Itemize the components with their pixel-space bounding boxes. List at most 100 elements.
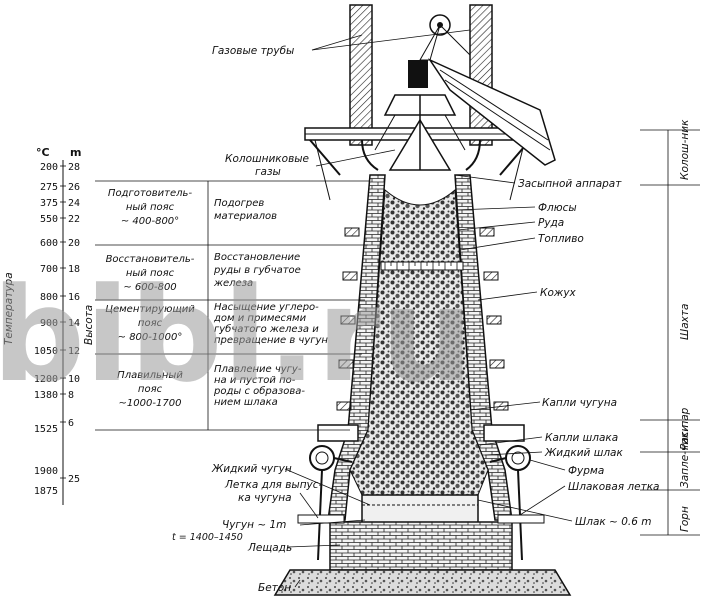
label-liquid-iron: Жидкий чугун xyxy=(211,463,292,475)
temp-tick: 1380 xyxy=(34,390,58,401)
zone-process-line: железа xyxy=(213,278,253,289)
charging-bell xyxy=(374,94,466,171)
zone-process-line: губчатого железа и xyxy=(214,323,319,335)
height-tick: 16 xyxy=(68,292,80,303)
height-axis-title: Высота xyxy=(83,305,95,345)
label-gas-pipes: Газовые трубы xyxy=(212,45,294,57)
zone-process-line: Восстановление xyxy=(214,252,300,263)
label-iron-drops: Капли чугуна xyxy=(542,397,617,409)
label-slag-drops: Капли шлака xyxy=(545,432,618,444)
height-tick: 12 xyxy=(68,346,80,357)
label-slag-notch: Шлаковая летка xyxy=(568,481,659,493)
height-tick: 10 xyxy=(68,374,80,385)
zone-name-line: ный пояс xyxy=(126,268,175,279)
height-tick: 28 xyxy=(68,162,80,173)
zone-name-line: ~1000-1700 xyxy=(119,398,182,409)
temp-header: °C xyxy=(36,146,50,159)
zone-process-line: на и пустой по- xyxy=(214,375,296,386)
temp-tick: 600 xyxy=(40,238,58,249)
label-tuyere: Фурма xyxy=(568,465,604,477)
temp-tick: 900 xyxy=(40,318,58,329)
zone-process-line: Подогрев xyxy=(214,198,264,209)
temp-tick: 1525 xyxy=(34,424,58,435)
label-concrete: Бетон xyxy=(258,582,291,594)
zone-process-line: материалов xyxy=(214,211,277,222)
section-shaft: Шахта xyxy=(679,304,691,340)
temp-tick: 550 xyxy=(40,214,58,225)
slag-notch-trough xyxy=(497,514,545,524)
zone-name-line: ный пояс xyxy=(126,202,175,213)
temp-tick: 200 xyxy=(40,162,58,173)
height-tick: 26 xyxy=(68,182,80,193)
label-charging-device: Засыпной аппарат xyxy=(518,178,622,190)
height-tick: 25 xyxy=(68,474,80,485)
label-top-gases-1: Колошниковые xyxy=(225,153,309,165)
zone-name-line: ~ 400-800° xyxy=(121,216,179,227)
zone-name-line: пояс xyxy=(138,384,163,395)
zone-name-line: пояс xyxy=(138,318,163,329)
watermark: bibl.ru xyxy=(0,259,473,411)
zone-process-line: Плавление чугу- xyxy=(214,364,302,375)
temp-tick: 700 xyxy=(40,264,58,275)
zone-process-line: роды с образова- xyxy=(213,385,305,397)
height-tick: 8 xyxy=(68,390,74,401)
furnace-body xyxy=(273,4,572,596)
zone-name-line: Подготовитель- xyxy=(108,188,193,199)
left-axes: °C m Температура Высота 2002753755506007… xyxy=(3,146,370,505)
temp-tick: 375 xyxy=(40,198,58,209)
height-ticks: 28 26 24 22 20 18 16 14 12 10 8 6 25 xyxy=(60,162,80,485)
zone-process-line: превращение в чугун xyxy=(214,335,328,346)
hearth-bottom xyxy=(329,521,513,571)
height-tick: 14 xyxy=(68,318,80,329)
section-hearth: Горн xyxy=(679,506,691,532)
temp-tick: 1900 xyxy=(34,466,58,477)
skip-hoist xyxy=(408,14,556,166)
label-tap-hole-1: Летка для выпус- xyxy=(224,479,323,491)
label-flux: Флюсы xyxy=(538,202,577,214)
temp-axis-title: Температура xyxy=(3,272,15,345)
concrete-foundation xyxy=(273,569,572,596)
label-iron-level: Чугун ~ 1m xyxy=(222,519,286,531)
label-top-gases-2: газы xyxy=(255,166,281,178)
section-bosh: Рас-пар xyxy=(679,407,691,450)
section-throat: Колош-ник xyxy=(679,119,691,180)
zone-dividers xyxy=(95,180,370,431)
label-tap-hole-2: ка чугуна xyxy=(238,492,292,504)
leader-lines xyxy=(284,29,573,588)
height-tick: 24 xyxy=(68,198,80,209)
label-slag-level: Шлак ~ 0.6 m xyxy=(575,516,651,528)
section-bosh2: Запле-чики xyxy=(679,425,691,488)
label-fuel: Топливо xyxy=(538,233,584,245)
zone-process-line: дом и примесями xyxy=(213,313,307,324)
height-tick: 18 xyxy=(68,264,80,275)
zone-name-line: Восстановитель- xyxy=(106,254,195,265)
zone-name-line: ~ 600-800 xyxy=(123,282,176,293)
height-header: m xyxy=(70,146,81,159)
zone-name-line: Плавильный xyxy=(117,370,183,381)
zones: Подготовитель-ный пояс ~ 400-800° Подогрев… xyxy=(105,188,328,409)
temp-tick: 1875 xyxy=(34,486,58,497)
label-iron-temp: t = 1400–1450 xyxy=(172,532,243,543)
zone-process-line: нием шлака xyxy=(214,397,278,408)
temp-ticks: 2002753755506007008009001050120013801525… xyxy=(34,162,58,497)
right-sections xyxy=(640,129,700,536)
furnace-wall-left xyxy=(327,174,386,521)
label-hearth-bottom: Лещадь xyxy=(247,542,292,554)
temp-tick: 1050 xyxy=(34,346,58,357)
label-ore: Руда xyxy=(538,217,564,229)
height-tick: 6 xyxy=(68,418,74,429)
tuyeres xyxy=(309,424,531,471)
zone-process-line: Насыщение углеро- xyxy=(214,302,319,313)
shaft-brackets xyxy=(336,227,509,411)
height-tick: 22 xyxy=(68,214,80,225)
liquid-iron-pool xyxy=(361,494,479,526)
zone-process-line: руды в губчатое xyxy=(213,264,301,276)
label-liquid-slag: Жидкий шлак xyxy=(544,447,623,459)
height-tick: 20 xyxy=(68,238,80,249)
zone-name-line: ~ 800-1000° xyxy=(118,332,183,343)
temp-tick: 1200 xyxy=(34,374,58,385)
label-casing: Кожух xyxy=(540,287,577,299)
temp-tick: 800 xyxy=(40,292,58,303)
